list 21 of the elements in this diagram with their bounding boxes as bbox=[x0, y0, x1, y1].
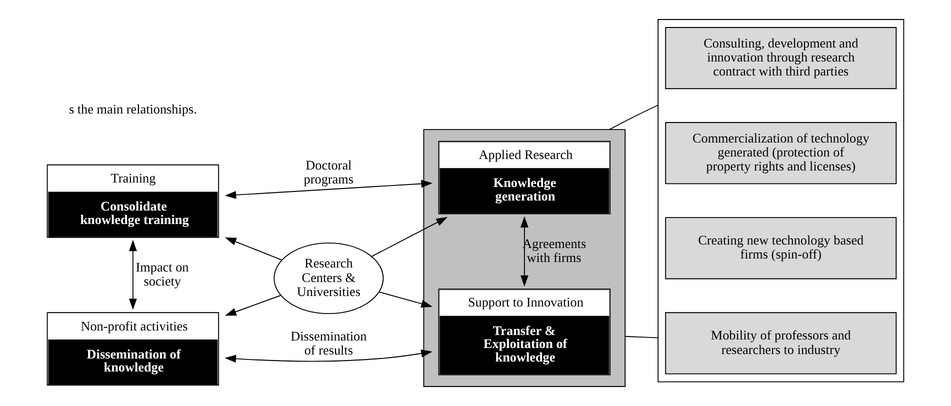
arrow bbox=[378, 292, 433, 308]
cluster bbox=[423, 129, 626, 387]
arrow bbox=[224, 294, 282, 316]
edge-label: Impact on society bbox=[136, 259, 189, 289]
connector bbox=[608, 104, 659, 130]
connector bbox=[624, 336, 659, 338]
arrow bbox=[128, 240, 137, 310]
node-box: Mobility of professors and researchers to industry bbox=[665, 312, 897, 374]
arrow bbox=[224, 180, 433, 199]
node-box: Commercialization of technology generated (protection of property rights and licenses) bbox=[665, 122, 897, 184]
arrow bbox=[520, 216, 528, 287]
node-ellipse: Research Centers & Universities bbox=[274, 242, 384, 314]
node-box: Consulting, development and innovation through research contract with third parties bbox=[665, 27, 897, 90]
arrow bbox=[224, 237, 282, 260]
label: s the main relationships. bbox=[68, 101, 197, 116]
arrow bbox=[371, 217, 448, 257]
edge-label: Dissemination of results bbox=[290, 328, 367, 358]
cluster bbox=[658, 19, 904, 382]
arrow bbox=[224, 350, 432, 363]
node-box: Creating new technology based firms (spin-off) bbox=[665, 217, 897, 280]
edge-label: Doctoral programs bbox=[304, 157, 354, 186]
